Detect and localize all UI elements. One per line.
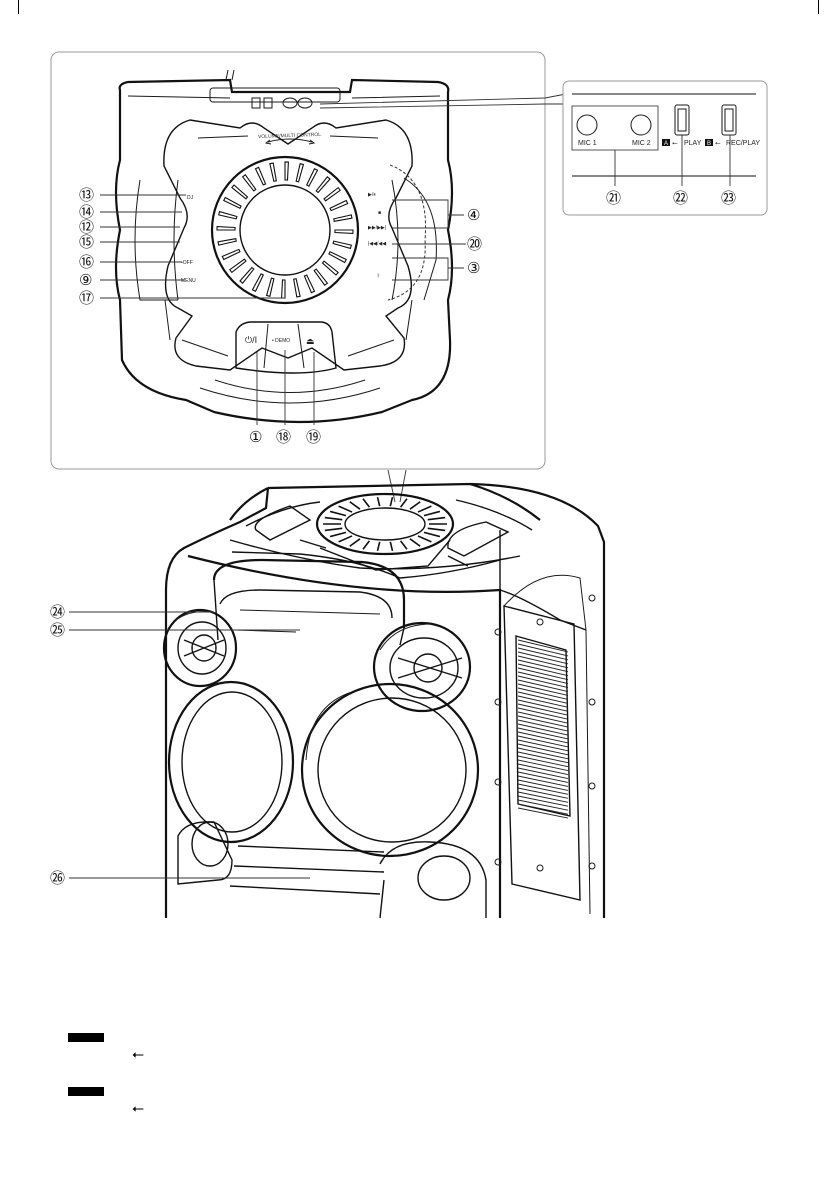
unit-knob-ticks	[323, 497, 447, 551]
button-label-prev: |◀◀/◀◀	[368, 241, 386, 247]
usb-b-icon: ⭠	[715, 140, 721, 147]
socket-panel: MIC 1 MIC 2 A ⭠ PLAY B ⭠ REC/PLAY ㉑ ㉒ ㉓	[563, 81, 767, 215]
unit-knob-tick	[363, 541, 369, 549]
usb-a-badge: A	[664, 141, 668, 147]
legend-row-2: ⭠	[68, 1087, 268, 1121]
callout-24: ㉔	[50, 603, 65, 621]
unit-knob-tick	[325, 528, 342, 530]
unit-knob-tick	[325, 518, 342, 520]
button-label-off: •OFF	[181, 260, 193, 266]
callout-21: ㉑	[606, 189, 621, 207]
button-label-next: ▶▶/▶▶|	[368, 225, 386, 231]
callout-18: ⑱	[276, 428, 291, 446]
usb-a-label: PLAY	[684, 140, 702, 147]
unit-knob-tick	[350, 539, 360, 546]
unit-knob-tick	[418, 506, 431, 512]
unit-knob-tick	[339, 506, 352, 512]
unit-knob-tick	[330, 532, 346, 536]
speaker-unit: ㉔ ㉕ ㉖	[50, 484, 604, 918]
usb-b-label: REC/PLAY	[726, 140, 760, 147]
button-label-dj: DJ	[187, 195, 194, 201]
unit-knob-tick	[378, 497, 380, 506]
callout-4: ④	[467, 206, 480, 224]
usb-icon: ⭠	[132, 1047, 144, 1062]
usb-a-icon: ⭠	[672, 140, 678, 147]
legend-row-1: ⭠	[68, 1033, 268, 1067]
unit-knob-tick	[330, 511, 346, 515]
button-label-stop: ■	[378, 210, 381, 216]
eject-button-symbol: ⏏	[306, 336, 315, 346]
top-panel-view: VOLUME/MULTI CONTROL DJ •OFF MENU ▶/⏸ ■ …	[51, 52, 545, 469]
unit-knob-tick	[401, 541, 407, 549]
mic1-label: MIC 1	[578, 140, 597, 147]
usb-icon: ⭠	[132, 1101, 144, 1116]
callout-3: ③	[467, 259, 480, 277]
unit-knob-tick	[418, 536, 431, 542]
callout-13: ⑬	[79, 186, 94, 204]
callout-15: ⑮	[79, 233, 94, 251]
unit-knob-tick	[424, 532, 440, 536]
mic2-label: MIC 2	[632, 140, 651, 147]
callout-22: ㉒	[673, 189, 688, 207]
bluetooth-icon: ᛒ	[377, 273, 380, 279]
legend-badge-2	[68, 1087, 104, 1096]
power-button-symbol: ⏻/I	[245, 335, 257, 345]
callout-9: ⑨	[79, 271, 92, 289]
unit-knob-tick	[428, 528, 445, 530]
demo-label: • DEMO	[272, 338, 290, 344]
unit-knob-tick	[378, 542, 380, 551]
callout-1: ①	[249, 428, 262, 446]
usb-b-badge: B	[707, 141, 711, 147]
unit-knob-tick	[390, 542, 392, 551]
callout-26: ㉖	[50, 869, 65, 887]
callout-17: ⑰	[79, 289, 94, 307]
legend-badge-1	[68, 1033, 104, 1042]
callout-25: ㉕	[50, 621, 65, 639]
callout-19: ⑲	[306, 428, 321, 446]
callout-16: ⑯	[79, 253, 94, 271]
unit-knob-tick	[339, 536, 352, 542]
unit-knob-tick	[424, 511, 440, 515]
callout-20: ⑳	[467, 235, 482, 253]
button-label-menu: MENU	[181, 278, 196, 284]
unit-knob-tick	[428, 518, 445, 520]
unit-knob-tick	[410, 539, 420, 546]
side-grille	[518, 640, 568, 818]
button-label-play-pause: ▶/⏸	[368, 192, 376, 198]
callout-23: ㉓	[721, 189, 736, 207]
unit-knob-tick	[350, 502, 360, 509]
unit-knob-tick	[401, 499, 407, 507]
unit-knob-tick	[390, 497, 392, 506]
unit-knob-tick	[363, 499, 369, 507]
unit-knob-tick	[410, 502, 420, 509]
